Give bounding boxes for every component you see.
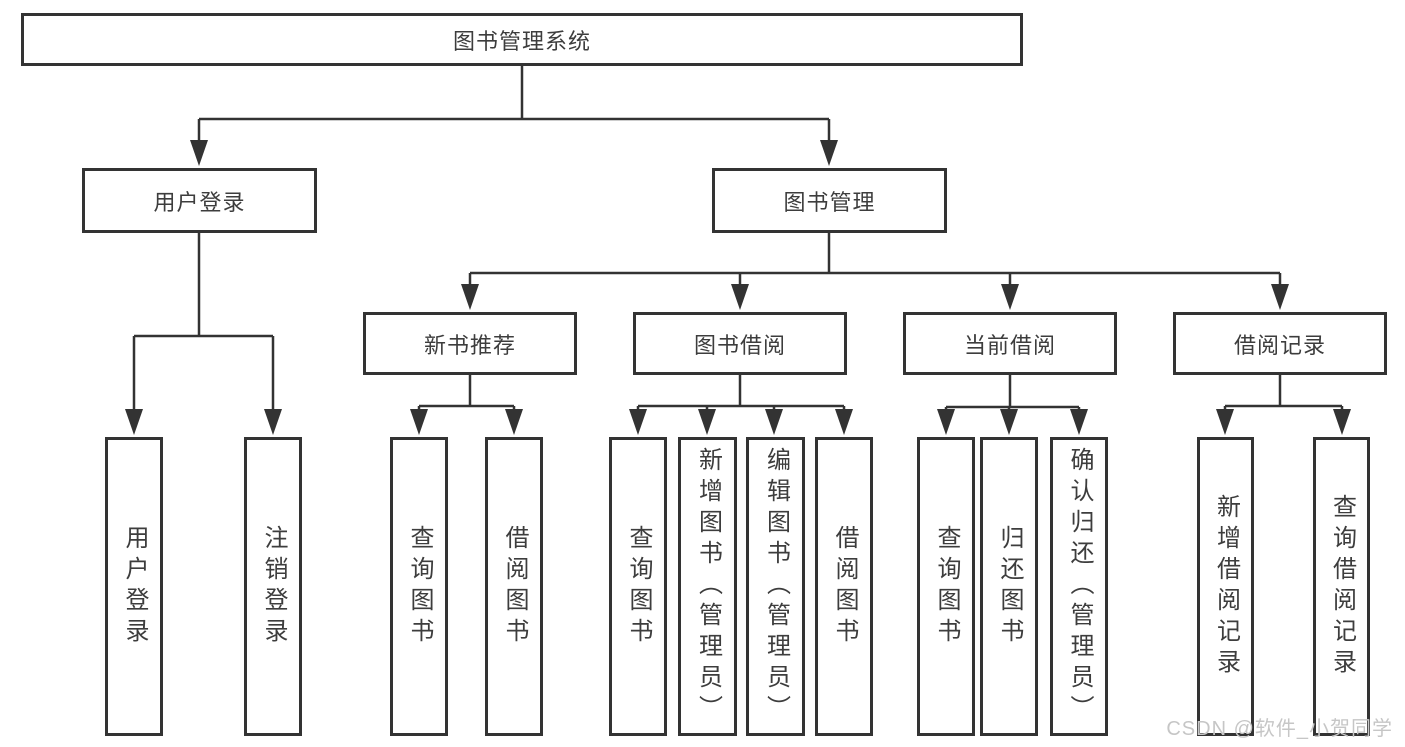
- node-label: 确认归还（管理员）: [1066, 447, 1093, 726]
- leaf-user-login: 用户登录: [105, 437, 163, 736]
- node-label: 编辑图书（管理员）: [762, 447, 790, 726]
- node-borrowing-records: 借阅记录: [1173, 312, 1387, 375]
- leaf-confirm-return-admin: 确认归还（管理员）: [1050, 437, 1108, 736]
- leaf-borrow-books-borrow: 借阅图书: [815, 437, 873, 736]
- node-label: 新书推荐: [423, 332, 516, 358]
- node-label: 图书管理系统: [452, 28, 591, 54]
- arrowhead-icon: [125, 409, 143, 435]
- node-label: 查询借阅记录: [1328, 493, 1356, 680]
- node-label: 图书借阅: [693, 332, 786, 358]
- arrowhead-icon: [190, 140, 208, 166]
- leaf-edit-book-admin: 编辑图书（管理员）: [746, 437, 805, 736]
- leaf-query-borrow-record: 查询借阅记录: [1313, 437, 1370, 736]
- leaf-query-books-recommend: 查询图书: [390, 437, 448, 736]
- node-label: 查询图书: [406, 524, 433, 649]
- arrowhead-icon: [731, 284, 749, 310]
- node-label: 用户登录: [153, 189, 246, 215]
- leaf-add-book-admin: 新增图书（管理员）: [678, 437, 737, 736]
- arrowhead-icon: [629, 409, 647, 435]
- leaf-add-borrow-record: 新增借阅记录: [1197, 437, 1254, 736]
- node-label: 当前借阅: [963, 332, 1056, 358]
- leaf-query-books-borrow: 查询图书: [609, 437, 667, 736]
- arrowhead-icon: [1070, 409, 1088, 435]
- arrowhead-icon: [1216, 409, 1234, 435]
- csdn-watermark: CSDN @软件_小贺同学: [1166, 718, 1393, 740]
- arrowhead-icon: [410, 409, 428, 435]
- arrowhead-icon: [1001, 284, 1019, 310]
- arrowhead-icon: [264, 409, 282, 435]
- arrowhead-icon: [505, 409, 523, 435]
- node-label: 借阅图书: [831, 524, 858, 649]
- node-book-borrowing: 图书借阅: [633, 312, 847, 375]
- node-label: 新增图书（管理员）: [694, 447, 722, 726]
- leaf-query-books-current: 查询图书: [917, 437, 975, 736]
- arrowhead-icon: [1271, 284, 1289, 310]
- node-label: 查询图书: [625, 524, 652, 649]
- node-library-system: 图书管理系统: [21, 13, 1023, 66]
- node-label: 借阅图书: [501, 524, 528, 649]
- arrowhead-icon: [1333, 409, 1351, 435]
- node-user-login: 用户登录: [82, 168, 317, 233]
- arrowhead-icon: [461, 284, 479, 310]
- node-label: 新增借阅记录: [1212, 493, 1240, 680]
- node-label: 归还图书: [996, 524, 1023, 649]
- node-new-book-recommendation: 新书推荐: [363, 312, 577, 375]
- node-label: 查询图书: [933, 524, 960, 649]
- node-current-borrowing: 当前借阅: [903, 312, 1117, 375]
- node-label: 借阅记录: [1233, 332, 1326, 358]
- arrowhead-icon: [698, 409, 716, 435]
- arrowhead-icon: [937, 409, 955, 435]
- leaf-logout: 注销登录: [244, 437, 302, 736]
- arrowhead-icon: [1000, 409, 1018, 435]
- node-label: 用户登录: [121, 524, 148, 649]
- node-label: 注销登录: [260, 524, 287, 649]
- arrowhead-icon: [835, 409, 853, 435]
- arrowhead-icon: [820, 140, 838, 166]
- node-label: 图书管理: [783, 189, 876, 215]
- arrowhead-icon: [765, 409, 783, 435]
- leaf-return-books: 归还图书: [980, 437, 1038, 736]
- node-book-management: 图书管理: [712, 168, 947, 233]
- leaf-borrow-books-recommend: 借阅图书: [485, 437, 543, 736]
